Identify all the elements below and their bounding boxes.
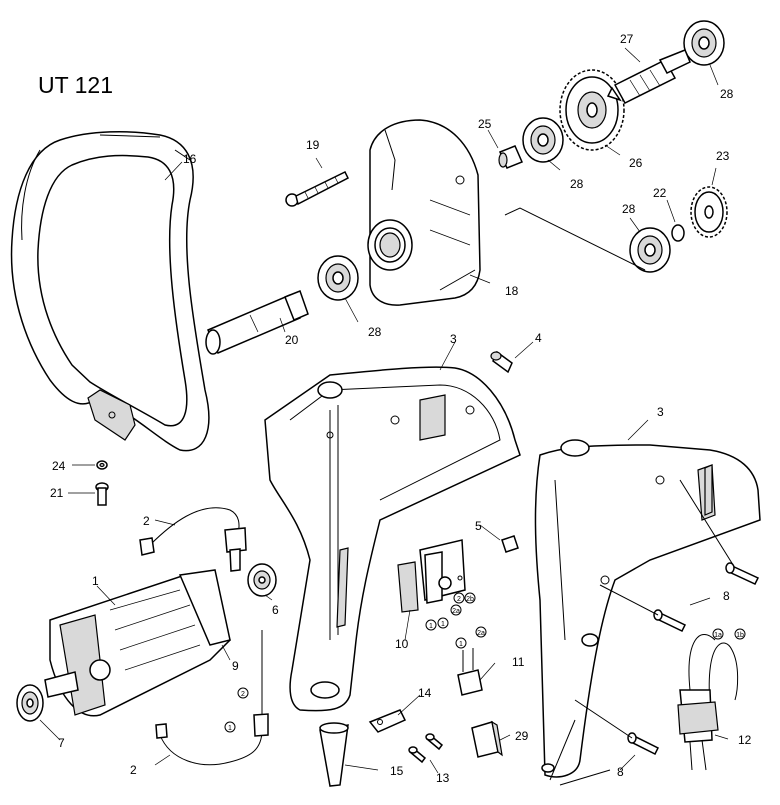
part-bearing-28-top xyxy=(683,20,725,66)
callout-21: 21 xyxy=(50,486,64,500)
part-small-gear xyxy=(690,186,728,238)
callout-7: 7 xyxy=(58,736,65,750)
part-bearing-28-right xyxy=(629,227,671,273)
callout-14: 14 xyxy=(418,686,432,700)
callout-6: 6 xyxy=(272,603,279,617)
diagram-title: UT 121 xyxy=(38,72,114,98)
part-wire-2-upper xyxy=(139,507,247,572)
terminal-mark: 1 xyxy=(429,623,433,630)
part-pin xyxy=(490,350,513,374)
callout-1: 1 xyxy=(92,574,99,588)
part-wire-2-lower xyxy=(155,630,269,766)
callout-28-top: 28 xyxy=(720,87,734,101)
callout-28-mid: 28 xyxy=(570,177,584,191)
callout-labels: 1 2 2 3 3 4 5 6 7 8 8 9 10 11 12 13 14 1… xyxy=(50,32,752,785)
part-housing-left xyxy=(264,366,521,712)
callout-3-right: 3 xyxy=(657,405,664,419)
callout-15: 15 xyxy=(390,764,404,778)
terminal-mark: 1 xyxy=(228,725,232,732)
callout-8-upper: 8 xyxy=(723,589,730,603)
callout-26: 26 xyxy=(629,156,643,170)
part-housing-right xyxy=(534,439,761,778)
callout-11: 11 xyxy=(512,655,525,669)
part-screw-19 xyxy=(285,170,350,207)
leader-lines xyxy=(39,47,729,774)
part-bearing-28-lower xyxy=(317,255,359,301)
part-block-29 xyxy=(471,720,503,758)
part-gear-housing xyxy=(367,119,481,306)
terminal-mark: 1 xyxy=(459,641,463,648)
callout-18: 18 xyxy=(505,284,519,298)
part-spindle xyxy=(205,290,309,355)
callout-23: 23 xyxy=(716,149,730,163)
terminal-mark: 2a xyxy=(477,630,485,637)
terminal-mark: 2 xyxy=(241,691,245,698)
callout-19: 19 xyxy=(306,138,320,152)
part-motor xyxy=(44,569,231,717)
part-screws-13 xyxy=(408,733,444,764)
callout-12: 12 xyxy=(738,733,752,747)
part-power-cord-plug xyxy=(677,634,739,771)
callout-29: 29 xyxy=(515,729,529,743)
part-cord-clamp xyxy=(368,709,407,733)
part-clip xyxy=(501,535,519,553)
assembly-line-housing xyxy=(504,207,646,271)
part-bearing-7 xyxy=(16,684,44,722)
part-strain-relief xyxy=(319,722,349,787)
callout-2-upper: 2 xyxy=(143,514,150,528)
callout-13: 13 xyxy=(436,771,450,785)
part-screw-8-lower xyxy=(627,732,660,756)
callout-2-lower: 2 xyxy=(130,763,137,777)
callout-10: 10 xyxy=(395,637,409,651)
terminal-mark: 1b xyxy=(736,632,744,639)
terminal-mark: 2 xyxy=(457,596,461,603)
part-screw-21 xyxy=(95,482,109,506)
callout-3-left: 3 xyxy=(450,332,457,346)
callout-28-right: 28 xyxy=(622,202,636,216)
callout-20: 20 xyxy=(285,333,299,347)
callout-22: 22 xyxy=(653,186,667,200)
assembly-line-screws xyxy=(549,479,736,786)
part-washer-24 xyxy=(96,460,108,470)
part-circlip xyxy=(671,224,685,242)
terminal-mark: 1a xyxy=(714,632,722,639)
part-bearing-6 xyxy=(247,563,277,597)
callout-27: 27 xyxy=(620,32,634,46)
part-screw-8-upper xyxy=(725,562,760,585)
terminal-mark: 2a xyxy=(452,608,460,615)
part-needle-bearing xyxy=(498,145,523,169)
terminal-mark: 2b xyxy=(466,596,474,603)
callout-5: 5 xyxy=(475,519,482,533)
callout-24: 24 xyxy=(52,459,66,473)
part-switch xyxy=(397,539,466,613)
terminal-marks: 1 1 2a 2 2b 1 2a 1a 1b 2 1 xyxy=(224,592,746,733)
part-pinion-shaft xyxy=(606,49,691,104)
callout-25: 25 xyxy=(478,117,492,131)
callout-9: 9 xyxy=(232,659,239,673)
callout-16: 16 xyxy=(183,152,197,166)
part-large-gear xyxy=(559,69,625,151)
part-screw-8-mid xyxy=(653,609,687,632)
part-handle-loop xyxy=(10,131,210,452)
callout-28-lower: 28 xyxy=(368,325,382,339)
callout-4: 4 xyxy=(535,331,542,345)
part-bearing-28-mid xyxy=(522,117,564,163)
terminal-mark: 1 xyxy=(441,621,445,628)
part-carbon-brush xyxy=(457,648,483,696)
callout-8-lower: 8 xyxy=(617,765,624,779)
